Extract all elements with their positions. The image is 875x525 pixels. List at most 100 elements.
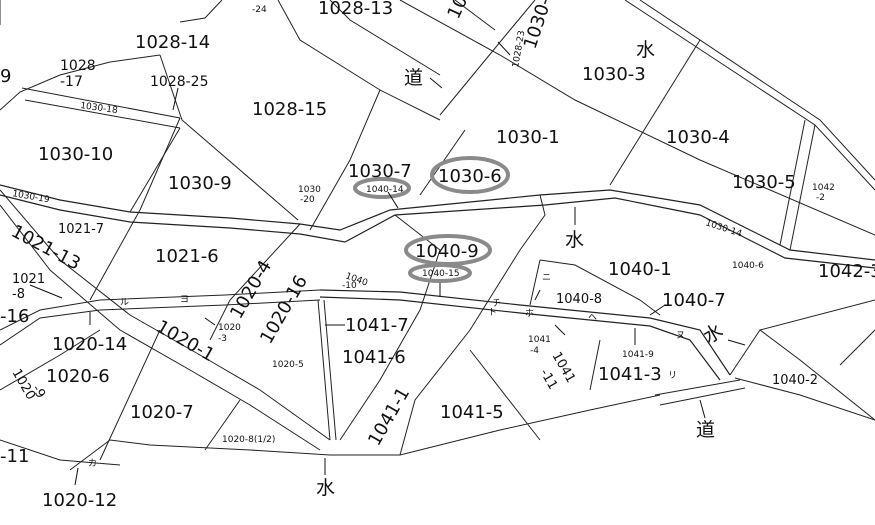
parcel-label: 1040-14 <box>366 185 404 195</box>
kana-marker: カ <box>88 458 97 469</box>
parcel-label: 1021-6 <box>155 246 219 267</box>
road-label: 道 <box>696 419 715 441</box>
kana-marker: ホ <box>525 308 534 319</box>
boundary-line <box>379 89 441 121</box>
kana-marker: ル <box>120 298 129 308</box>
boundary-line <box>204 399 241 451</box>
arrow <box>727 339 746 346</box>
parcel-label: -3 <box>218 334 227 344</box>
boundary-line <box>209 223 301 341</box>
parcel-label: 1020-7 <box>130 402 194 423</box>
kana-marker: リ <box>668 371 677 381</box>
boundary-line <box>329 0 441 76</box>
parcel-label: 1020-4 <box>226 257 276 323</box>
parcel-label: 102 <box>443 0 477 22</box>
kana-marker: ヘ <box>588 313 597 323</box>
parcel-label: 1020-5 <box>272 360 304 370</box>
boundary-line <box>759 299 875 331</box>
parcel-label: 1041-5 <box>440 402 504 423</box>
parcel-label: 1042-3 <box>818 261 875 282</box>
parcel-label: 9 <box>0 66 11 87</box>
parcel-label: -2 <box>816 193 825 203</box>
boundary-line <box>659 387 746 406</box>
parcel-label: 1030-4 <box>666 127 730 148</box>
boundary-line <box>330 394 661 456</box>
boundary-line <box>0 204 321 451</box>
parcel-label: 1021-7 <box>58 222 104 237</box>
parcel-label: 1020 <box>218 323 241 333</box>
arrow <box>497 41 511 56</box>
parcel-label: 1021 <box>12 272 45 287</box>
arrow <box>429 77 443 89</box>
boundary-line <box>439 0 536 116</box>
highlight-1030-6[interactable] <box>430 156 510 194</box>
arrow <box>172 87 179 111</box>
arrow <box>204 317 216 326</box>
feature-labels: 道 水 水 水 水 道 <box>316 39 727 499</box>
parcel-label: 1041-1 <box>364 384 414 450</box>
parcel-label: -10 <box>342 281 357 291</box>
parcel-label: -8 <box>12 287 25 302</box>
boundary-line <box>21 87 181 119</box>
parcel-label: 1040-7 <box>662 290 726 311</box>
boundary-line <box>0 329 101 391</box>
kana-marker: ヌ <box>676 331 685 341</box>
boundary-line <box>609 39 701 186</box>
kana-marker: ニ <box>542 273 551 283</box>
road-label: 道 <box>404 67 423 89</box>
highlights <box>353 156 510 283</box>
parcel-label: -11 <box>0 446 29 467</box>
boundary-line <box>139 117 181 211</box>
boundary-line <box>69 439 331 471</box>
boundary-line <box>309 89 381 231</box>
boundary-line <box>539 259 661 316</box>
parcel-label: 1020-12 <box>42 490 117 511</box>
kana-marker: ト <box>488 308 497 318</box>
kana-marker: ヨ <box>180 295 189 305</box>
boundary-line <box>0 54 161 111</box>
parcel-label: 1028-15 <box>252 99 327 120</box>
parcel-boundaries <box>0 0 875 471</box>
boundary-line <box>159 54 299 221</box>
boundary-line <box>317 299 331 441</box>
parcel-label: 1028 <box>60 58 96 74</box>
boundary-line <box>0 439 121 466</box>
boundary-line <box>179 0 223 23</box>
road-edge <box>0 194 875 269</box>
boundary-line <box>323 299 337 441</box>
parcel-label: -24 <box>252 5 267 15</box>
boundary-line <box>0 299 321 346</box>
arrow <box>74 467 79 486</box>
parcel-label: 1030-3 <box>582 64 646 85</box>
parcel-label: -17 <box>60 74 83 90</box>
boundary-line <box>99 329 161 461</box>
boundary-line <box>399 0 875 236</box>
parcel-label: 1042 <box>812 183 835 193</box>
boundary-line <box>129 127 181 213</box>
parcel-label: 1041-3 <box>598 364 662 385</box>
parcel-label: 1041 <box>528 335 551 345</box>
water-label: 水 <box>316 477 335 499</box>
boundary-line <box>399 194 546 456</box>
parcel-label: 1020-1 <box>153 316 219 366</box>
highlight-1040-14[interactable] <box>353 177 411 199</box>
parcel-label: 1041-6 <box>342 347 406 368</box>
parcel-label: 1030 <box>298 185 321 195</box>
arrow <box>534 289 541 301</box>
parcel-label: 1040-9 <box>415 241 479 262</box>
kana-markers: ル ヨ ニ ト チ ホ ヘ ヌ リ カ <box>88 273 685 469</box>
boundary-line <box>839 329 875 366</box>
parcel-label: -4 <box>530 346 539 356</box>
parcel-label: 1030-6 <box>438 166 502 187</box>
parcel-label: 1020-8(1/2) <box>222 435 275 445</box>
boundary-line <box>469 349 541 441</box>
highlight-1040-15[interactable] <box>408 263 472 283</box>
boundary-line <box>24 99 181 129</box>
arrows <box>29 41 746 486</box>
parcel-label: -20 <box>300 195 315 205</box>
boundary-line <box>654 379 741 396</box>
parcel-label: 1030-1 <box>496 127 560 148</box>
parcel-label: 1030-18 <box>80 101 119 116</box>
boundary-line <box>729 329 875 421</box>
